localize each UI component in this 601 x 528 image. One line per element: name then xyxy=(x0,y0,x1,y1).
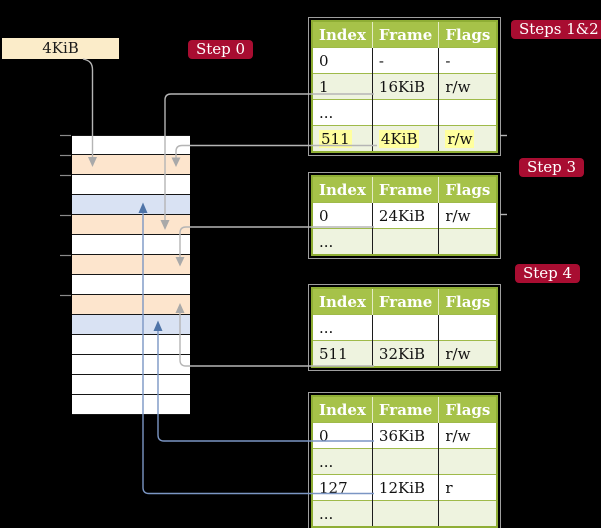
table-cell: 0 xyxy=(312,47,373,74)
memory-row xyxy=(72,275,190,295)
table-cell: 1 xyxy=(312,73,373,100)
column-header: Frame xyxy=(372,396,440,423)
memory-row xyxy=(72,315,190,335)
column-header: Index xyxy=(312,21,373,48)
badge-step-3: Step 3 xyxy=(519,158,585,177)
table-cell: ... xyxy=(312,314,373,341)
table-cell: r/w xyxy=(438,422,498,449)
table-cell: 4KiB xyxy=(372,125,440,152)
table-cell: ... xyxy=(312,99,373,126)
column-header: Index xyxy=(312,288,373,315)
table-cell: r/w xyxy=(438,202,498,229)
table-row: ... xyxy=(312,500,498,527)
badge-step-4: Step 4 xyxy=(515,264,581,283)
badge-step-0: Step 0 xyxy=(188,40,254,59)
table-cell xyxy=(372,228,440,255)
table-row: ... xyxy=(312,99,498,126)
memory-row xyxy=(72,295,190,315)
column-header: Index xyxy=(312,176,373,203)
table-cell: ... xyxy=(312,448,373,475)
physical-memory-stack xyxy=(72,135,190,415)
badge-steps-1-2: Steps 1&2 xyxy=(511,20,601,39)
column-header: Index xyxy=(312,396,373,423)
table-cell: 12KiB xyxy=(372,474,440,501)
table-cell: r/w xyxy=(438,73,498,100)
memory-row xyxy=(72,335,190,355)
table-cell: 32KiB xyxy=(372,340,440,367)
table-cell: 0 xyxy=(312,422,373,449)
table-cell xyxy=(438,314,498,341)
table-cell: - xyxy=(372,47,440,74)
table-row: ... xyxy=(312,448,498,475)
memory-tick-marks xyxy=(60,134,71,297)
table-cell: 511 xyxy=(312,340,373,367)
memory-row xyxy=(72,395,190,415)
table-cell: ... xyxy=(312,228,373,255)
memory-row xyxy=(72,355,190,375)
table-cell: 0 xyxy=(312,202,373,229)
memory-row xyxy=(72,235,190,255)
memory-row xyxy=(72,195,190,215)
table-row: ... xyxy=(312,228,498,255)
table-cell xyxy=(372,99,440,126)
table-row: 0-- xyxy=(312,47,498,74)
memory-row xyxy=(72,375,190,395)
table-cell: 24KiB xyxy=(372,202,440,229)
table-cell xyxy=(372,314,440,341)
table-cell: 16KiB xyxy=(372,73,440,100)
table-cell: r/w xyxy=(438,340,498,367)
highlighted-value: r/w xyxy=(445,129,475,148)
memory-row xyxy=(72,215,190,235)
table-cell: r xyxy=(438,474,498,501)
column-header: Flags xyxy=(438,396,498,423)
memory-row xyxy=(72,175,190,195)
table-cell xyxy=(438,448,498,475)
column-header: Frame xyxy=(372,21,440,48)
column-header: Frame xyxy=(372,176,440,203)
memory-row xyxy=(72,255,190,275)
table-cell xyxy=(438,500,498,527)
highlighted-value: 511 xyxy=(319,129,352,148)
table-cell: ... xyxy=(312,500,373,527)
table-cell: r/w xyxy=(438,125,498,152)
table-row: ... xyxy=(312,314,498,341)
table-cell xyxy=(372,448,440,475)
column-header: Flags xyxy=(438,21,498,48)
table-row: 511 4KiB r/w xyxy=(312,125,498,152)
table-cell: 511 xyxy=(312,125,373,152)
column-header: Flags xyxy=(438,176,498,203)
column-header: Frame xyxy=(372,288,440,315)
table-cell xyxy=(372,500,440,527)
table-cell: - xyxy=(438,47,498,74)
table-cell xyxy=(438,99,498,126)
memory-row xyxy=(72,135,190,155)
frame-4kib-box: 4KiB xyxy=(2,38,119,59)
table-cell: 36KiB xyxy=(372,422,440,449)
memory-row xyxy=(72,155,190,175)
column-header: Flags xyxy=(438,288,498,315)
table-cell: 127 xyxy=(312,474,373,501)
table-cell xyxy=(438,228,498,255)
highlighted-value: 4KiB xyxy=(378,129,420,148)
